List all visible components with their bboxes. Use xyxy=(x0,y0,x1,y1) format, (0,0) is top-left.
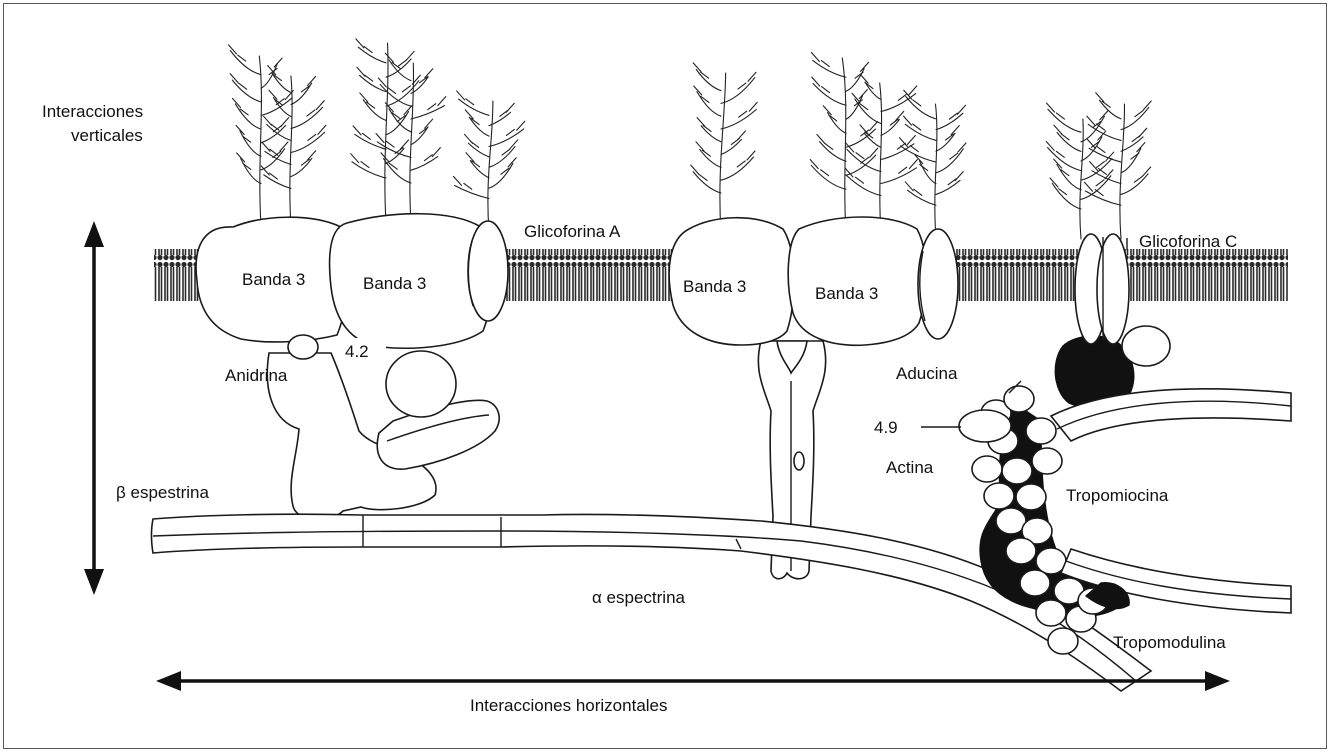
glycan-chains xyxy=(228,39,1151,239)
glycophorin-a-shape xyxy=(468,221,508,321)
protein-4-9-shape xyxy=(959,410,1011,442)
actin-bead xyxy=(1020,570,1050,596)
actin-bead xyxy=(1048,628,1078,654)
label-horizontal-interactions: Interacciones horizontales xyxy=(470,696,668,715)
label-adducin: Aducina xyxy=(896,364,958,383)
protein-4-2-body xyxy=(386,351,456,417)
label-glycophorin-a: Glicoforina A xyxy=(524,222,621,241)
label-band3-1: Banda 3 xyxy=(242,270,305,289)
label-band3-4: Banda 3 xyxy=(815,284,878,303)
label-protein-4-9: 4.9 xyxy=(874,418,898,437)
adducin-cylinder xyxy=(918,229,958,339)
actin-bead xyxy=(1006,538,1036,564)
actin-bead xyxy=(1016,484,1046,510)
label-vertical-interactions-1: Interacciones xyxy=(42,102,143,121)
label-protein-4-2: 4.2 xyxy=(345,342,369,361)
label-ankyrin: Anidrina xyxy=(225,366,288,385)
p55-protein xyxy=(1122,326,1170,366)
anidrina-knob xyxy=(288,335,318,359)
label-vertical-interactions-2: verticales xyxy=(71,126,143,145)
actin-bead xyxy=(1032,448,1062,474)
label-actin: Actina xyxy=(886,458,934,477)
actin-bead xyxy=(1026,418,1056,444)
label-beta-spectrin: β espestrina xyxy=(116,483,209,502)
label-tropomodulin: Tropomodulina xyxy=(1113,633,1226,652)
label-band3-3: Banda 3 xyxy=(683,277,746,296)
label-band3-2: Banda 3 xyxy=(363,274,426,293)
actin-bead xyxy=(1036,600,1066,626)
label-tropomyosin: Tropomiocina xyxy=(1066,486,1169,505)
horizontal-interactions-arrow xyxy=(156,671,1230,691)
glycophorin-c-shape-2 xyxy=(1097,234,1129,344)
band3-4-shape xyxy=(788,217,926,345)
actin-bead xyxy=(1004,386,1034,412)
label-glycophorin-c: Glicoforina C xyxy=(1139,232,1237,251)
actin-bead xyxy=(984,483,1014,509)
label-alpha-spectrin: α espectrina xyxy=(592,588,686,607)
figure-frame: Interacciones verticales Glicoforina A G… xyxy=(3,3,1327,749)
vertical-interactions-arrow xyxy=(84,221,104,595)
actin-bead xyxy=(972,456,1002,482)
membrane-diagram: Interacciones verticales Glicoforina A G… xyxy=(4,4,1328,750)
actin-bead xyxy=(1002,458,1032,484)
